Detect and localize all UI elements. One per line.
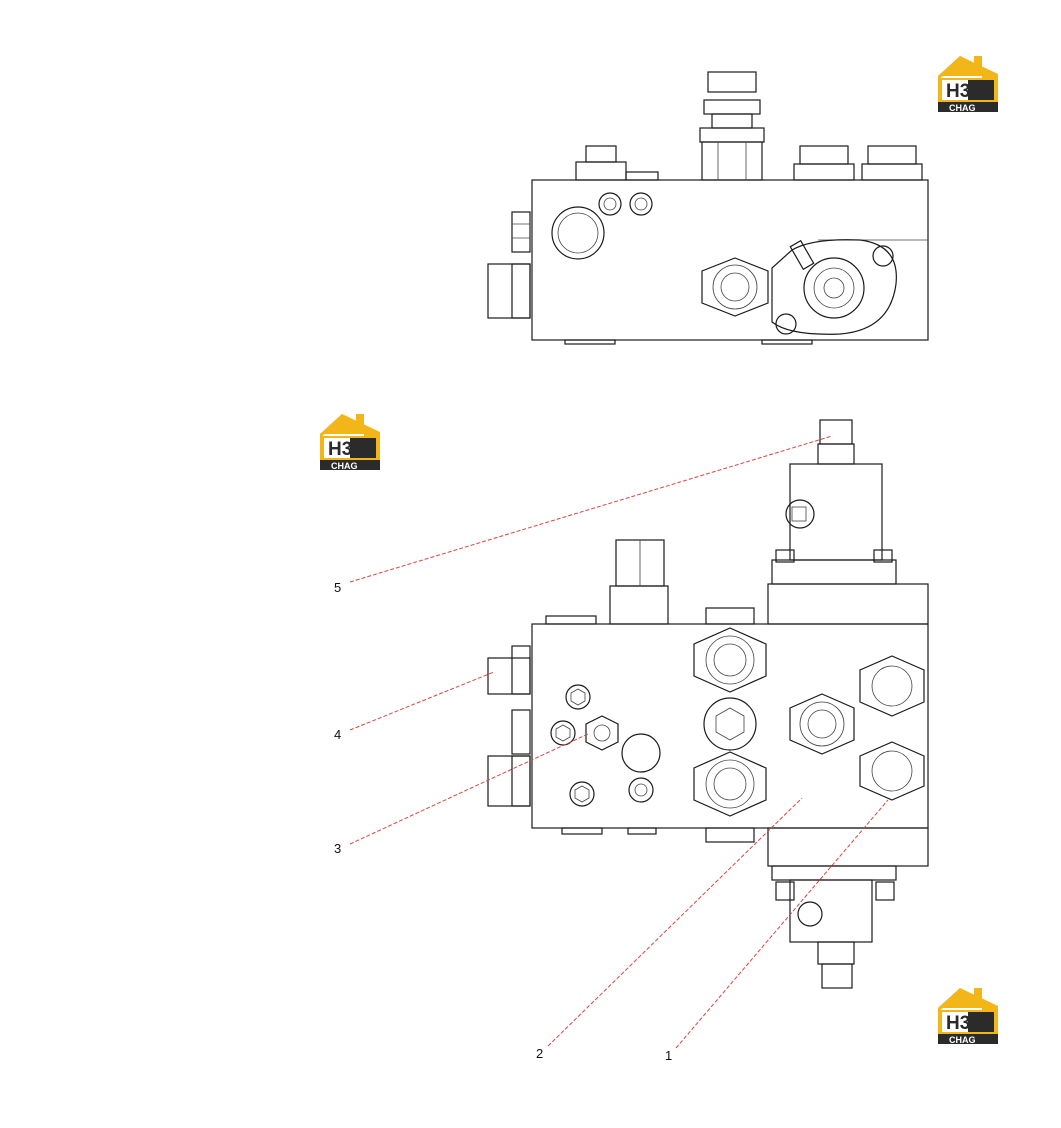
valve-top-view: [487, 71, 929, 345]
brand-logo-middle: H3 CHAG: [320, 414, 380, 471]
callout-2: 2: [536, 1046, 543, 1061]
logo-mark-text: H3: [946, 1013, 970, 1034]
logo-word-text: CHAG: [949, 1035, 976, 1045]
callout-leaders: [349, 435, 889, 1049]
leader-3: [349, 733, 589, 845]
brand-logo-top: H3 CHAG: [938, 56, 998, 113]
callout-1: 1: [665, 1048, 672, 1063]
leader-5: [349, 435, 833, 583]
logo-word-text: CHAG: [949, 103, 976, 113]
brand-logo-bottom: H3 CHAG: [938, 988, 998, 1045]
leader-2: [547, 797, 803, 1047]
logo-mark-text: H3: [328, 439, 352, 460]
leader-4: [349, 671, 495, 731]
logo-mark-text: H3: [946, 81, 970, 102]
callout-labels: 5 4 3 2 1: [334, 580, 672, 1063]
valve-front-view: [487, 419, 929, 989]
leader-1: [675, 799, 889, 1049]
callout-3: 3: [334, 841, 341, 856]
logo-word-text: CHAG: [331, 461, 358, 471]
callout-5: 5: [334, 580, 341, 595]
callout-4: 4: [334, 727, 341, 742]
